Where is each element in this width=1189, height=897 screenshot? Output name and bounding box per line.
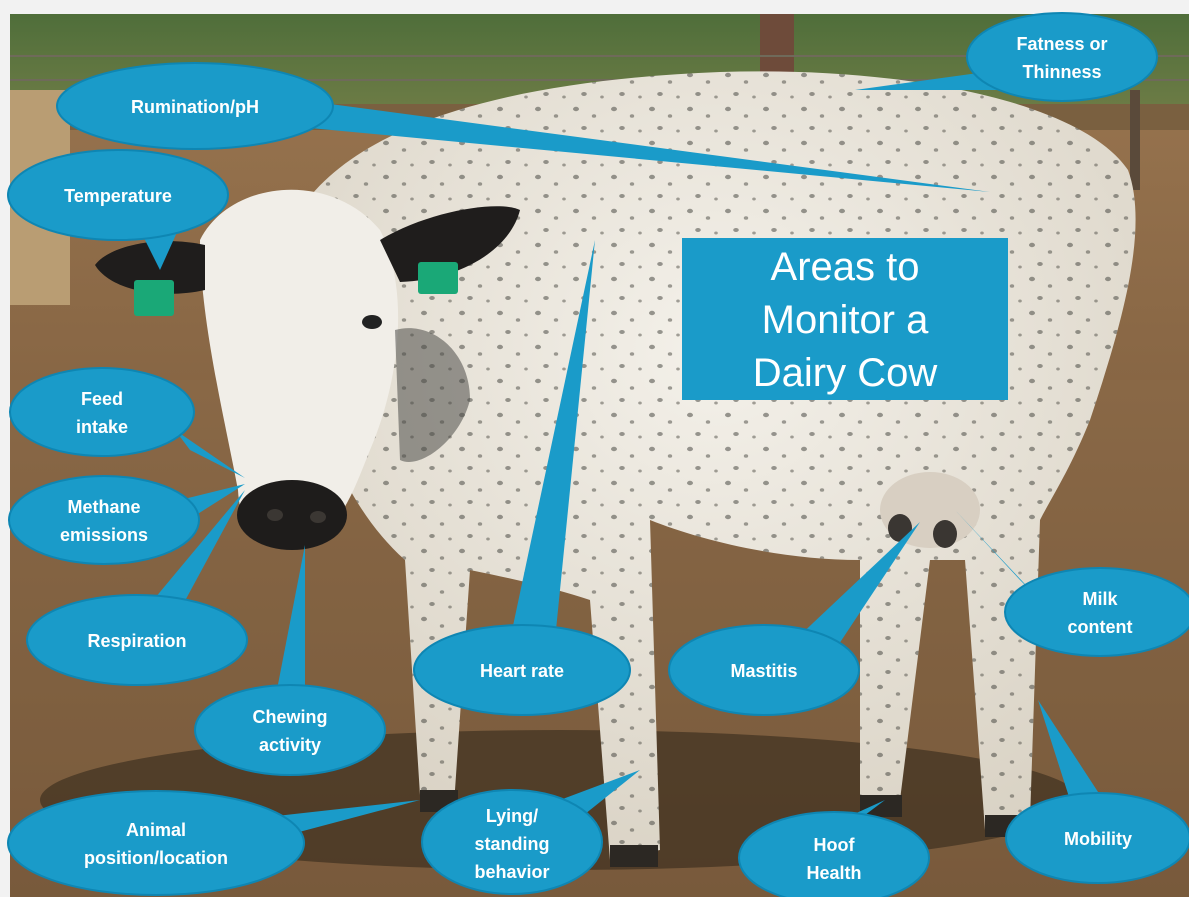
title-line-1: Areas to — [771, 245, 920, 289]
callout-milk-content: Milk content — [955, 510, 1189, 657]
callout-label: Mastitis — [730, 661, 797, 681]
callout-feed-intake: Feed intake — [9, 367, 245, 478]
callout-label: content — [1068, 617, 1133, 637]
callout-methane-emissions: Methane emissions — [8, 475, 245, 565]
callout-label: activity — [259, 735, 321, 755]
callout-label: Temperature — [64, 186, 172, 206]
callout-chewing-activity: Chewing activity — [194, 545, 386, 776]
callout-label: behavior — [474, 862, 549, 882]
callout-label: Fatness or — [1016, 34, 1107, 54]
callout-label: intake — [76, 417, 128, 437]
callout-label: emissions — [60, 525, 148, 545]
callout-label: Thinness — [1022, 62, 1101, 82]
callout-label: Lying/ — [486, 806, 538, 826]
callout-fatness-or-thinness: Fatness or Thinness — [855, 12, 1158, 102]
callout-hoof-health: Hoof Health — [738, 800, 930, 897]
callout-mobility: Mobility — [1005, 700, 1189, 884]
callout-mastitis: Mastitis — [668, 522, 920, 716]
callout-label: Milk — [1082, 589, 1118, 609]
callout-rumination-ph: Rumination/pH — [56, 62, 990, 192]
callout-label: Mobility — [1064, 829, 1132, 849]
callout-label: Feed — [81, 389, 123, 409]
title-line-3: Dairy Cow — [753, 351, 938, 395]
callout-heart-rate: Heart rate — [413, 240, 631, 716]
title-box — [682, 238, 1008, 400]
callout-label: Health — [806, 863, 861, 883]
callout-lying-standing-behavior: Lying/ standing behavior — [421, 770, 640, 895]
callout-label: Heart rate — [480, 661, 564, 681]
callout-respiration: Respiration — [26, 490, 248, 686]
callout-label: Animal — [126, 820, 186, 840]
callout-animal-position-location: Animal position/location — [7, 790, 420, 896]
callout-label: position/location — [84, 848, 228, 868]
callout-temperature: Temperature — [7, 149, 229, 270]
callout-label: Respiration — [87, 631, 186, 651]
callout-label: standing — [475, 834, 550, 854]
callout-label: Chewing — [253, 707, 328, 727]
callout-label: Rumination/pH — [131, 97, 259, 117]
callout-label: Hoof — [814, 835, 856, 855]
title-line-2: Monitor a — [762, 298, 929, 342]
callout-label: Methane — [67, 497, 140, 517]
